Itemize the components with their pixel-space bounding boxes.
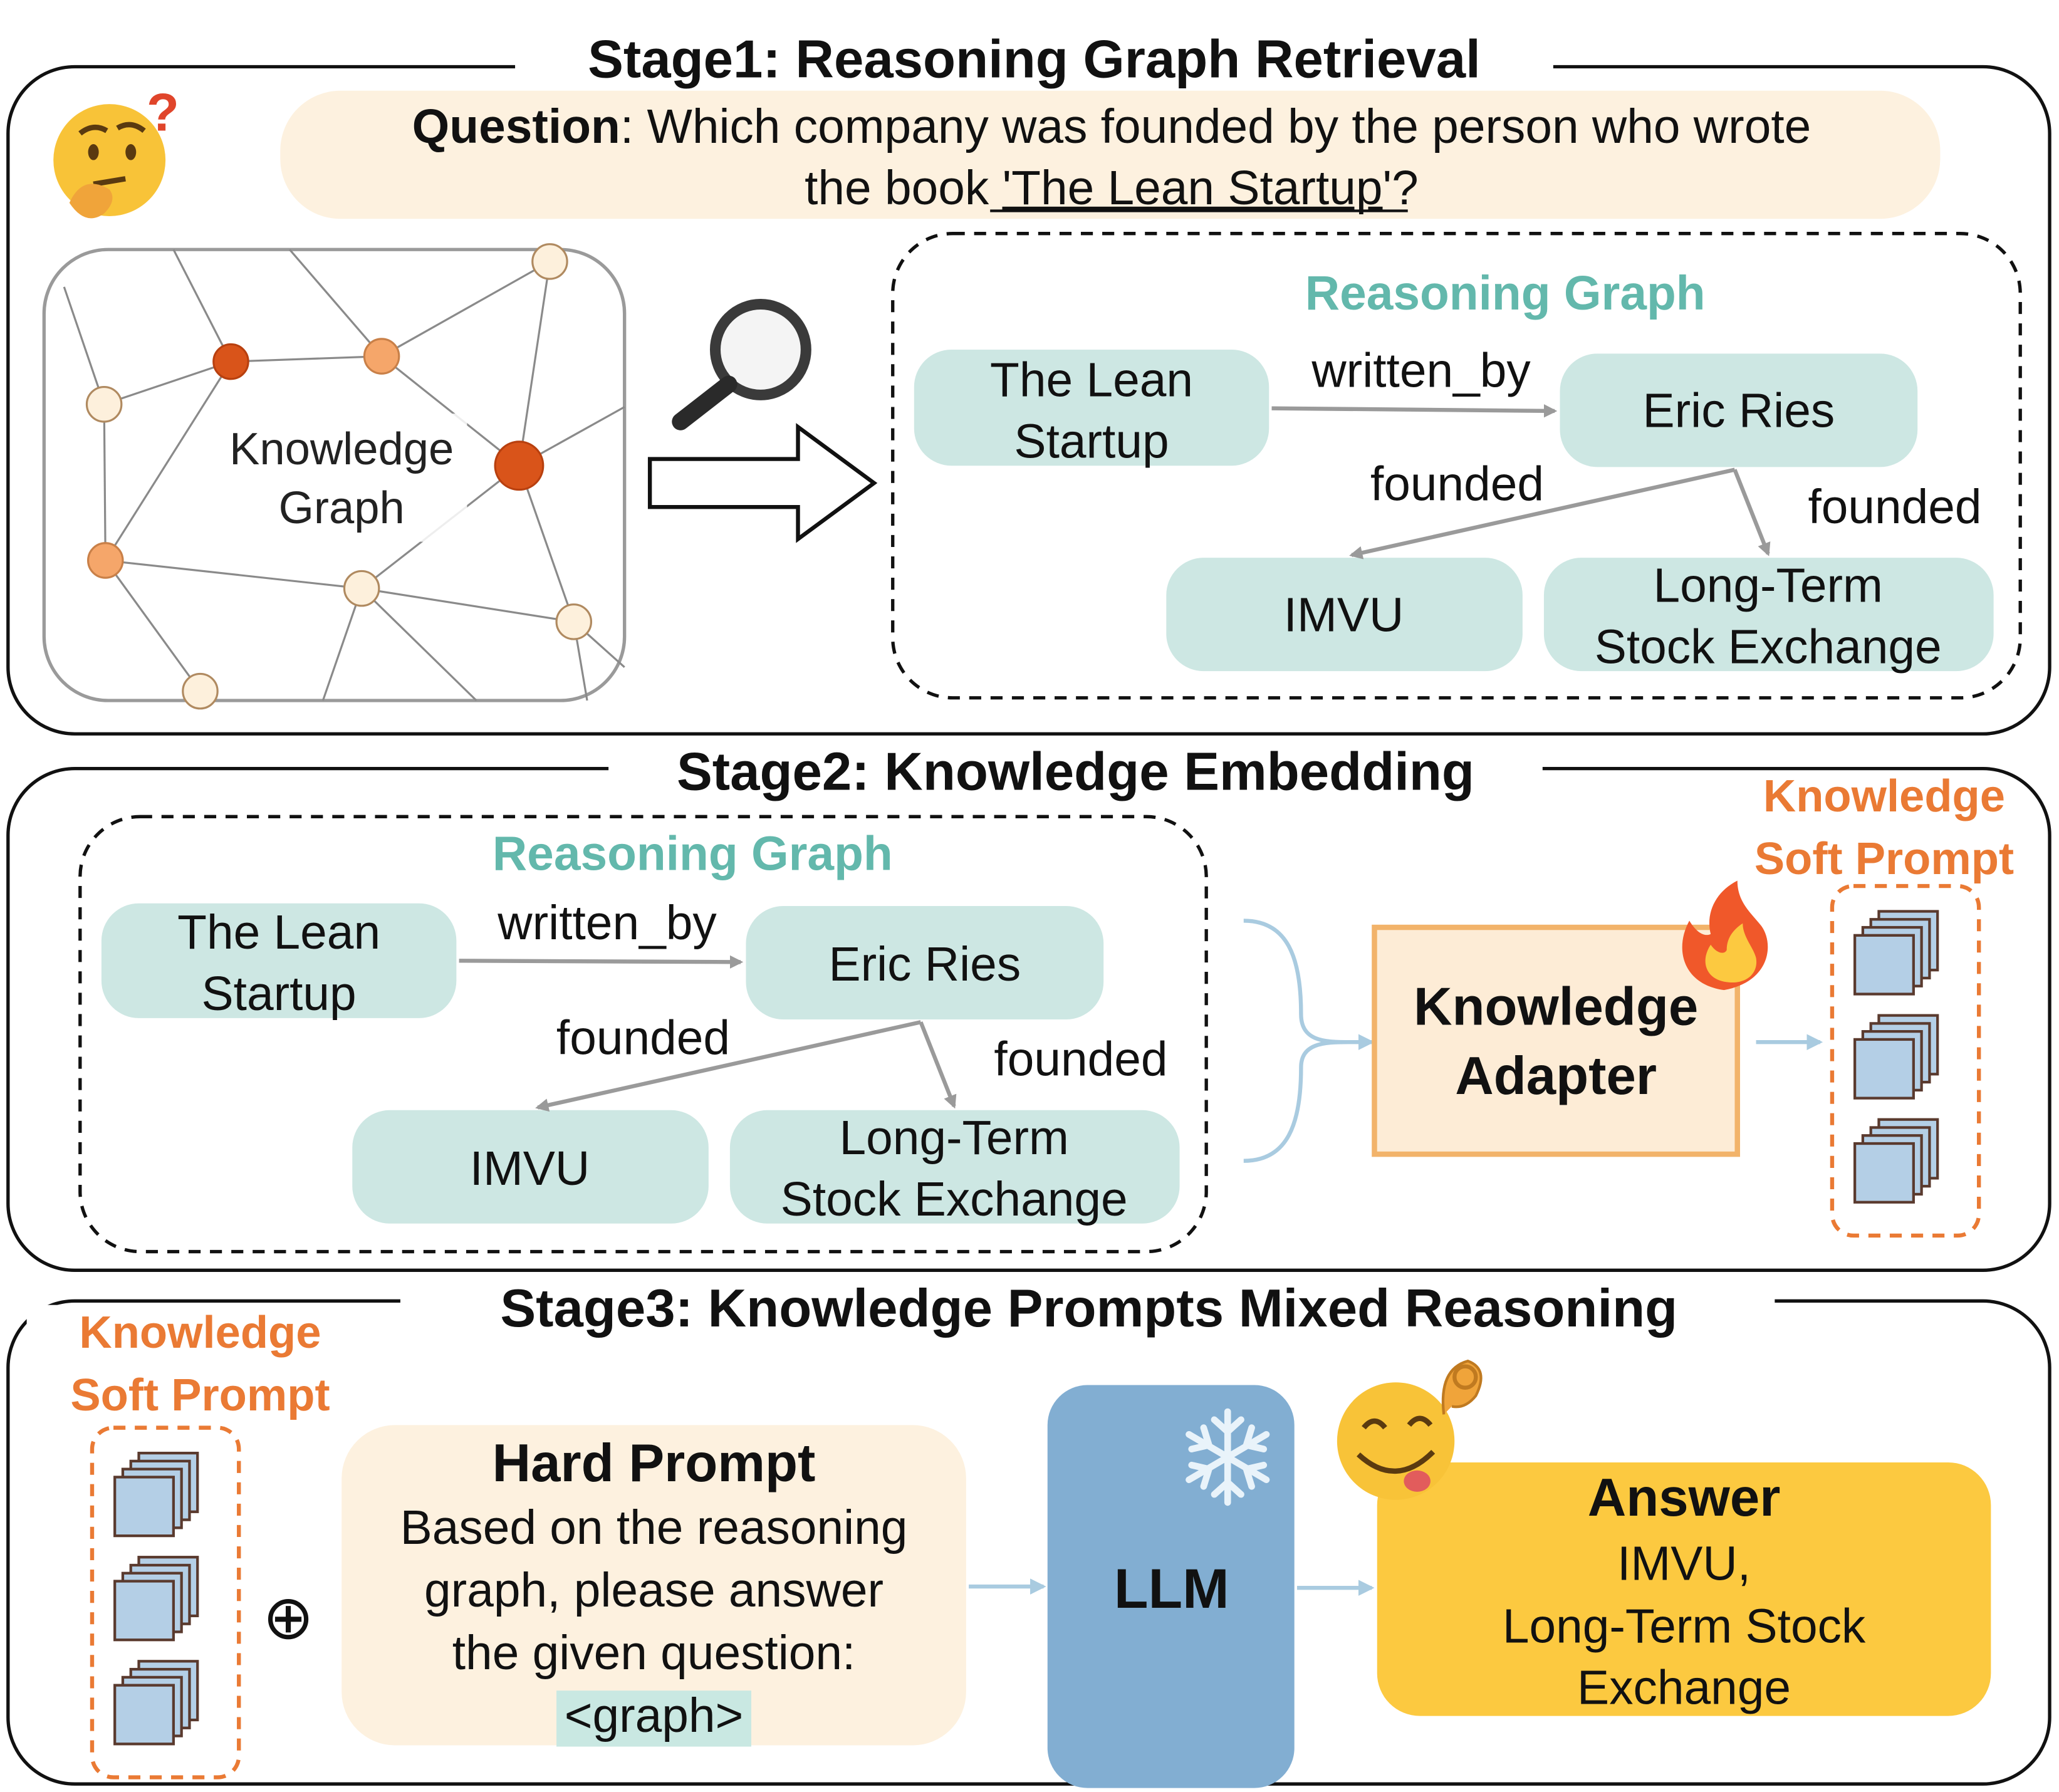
merge-connector: [1243, 919, 1372, 1163]
node-company-2b-label-2: Stock Exchange: [781, 1173, 1128, 1226]
edge-written-by-2: written_by: [497, 897, 717, 950]
node-company-2b-label-1: Long-Term: [839, 1112, 1068, 1165]
answer-line-3: Exchange: [1577, 1661, 1791, 1714]
node-person: [1560, 353, 1918, 467]
answer-line-1: IMVU,: [1617, 1537, 1751, 1590]
node-person-2-label: Eric Ries: [828, 938, 1021, 991]
node-book-2-label-2: Startup: [202, 967, 357, 1021]
answer-line-2: Long-Term Stock: [1503, 1600, 1866, 1653]
node-person-label: Eric Ries: [1643, 384, 1835, 437]
right-arrow-icon: [647, 423, 878, 543]
reasoning-graph-title: Reasoning Graph: [1305, 267, 1706, 320]
kg-label-2: Graph: [279, 482, 405, 533]
reasoning-graph-title-2: Reasoning Graph: [493, 827, 893, 880]
hard-prompt: Hard Prompt Based on the reasoning graph…: [341, 1425, 966, 1747]
soft-prompt-stage2: Knowledge Soft Prompt: [1754, 771, 2014, 1238]
magnifier-icon: [672, 299, 811, 430]
node-company-2: [1543, 558, 1994, 672]
node-company-2-label-2: Stock Exchange: [1595, 620, 1942, 674]
soft-prompt-stage3: Knowledge Soft Prompt: [26, 1305, 372, 1779]
stage1-panel: Stage1: Reasoning Graph Retrieval ? Ques…: [6, 30, 2051, 736]
node-book-2-label-1: The Lean: [177, 906, 380, 959]
node-book-label-1: The Lean: [990, 353, 1193, 407]
node-company-1b-label: IMVU: [470, 1142, 590, 1196]
node-book: [914, 349, 1269, 466]
stage2-title: Stage2: Knowledge Embedding: [677, 742, 1474, 802]
reasoning-graph-stage1: Reasoning Graph The Lean Startup Eric Ri…: [891, 232, 2022, 700]
question-line-1: Question: Which company was founded by t…: [412, 100, 1811, 154]
node-book-label-2: Startup: [1014, 415, 1169, 468]
answer-box: Answer IMVU, Long-Term Stock Exchange: [1377, 1462, 1991, 1716]
concat-operator: ⊕: [263, 1583, 314, 1652]
edge-founded-2b: founded: [994, 1033, 1167, 1086]
stage3-title: Stage3: Knowledge Prompts Mixed Reasonin…: [500, 1279, 1677, 1338]
soft-prompt-3-label-1: Knowledge: [79, 1307, 321, 1358]
happy-face-icon: [1337, 1359, 1483, 1500]
snowflake-icon: [1186, 1408, 1270, 1506]
reasoning-graph-stage2: Reasoning Graph The Lean Startup Eric Ri…: [78, 815, 1208, 1254]
hard-prompt-line-2: graph, please answer: [424, 1564, 884, 1617]
node-company-1b: [352, 1110, 709, 1224]
knowledge-adapter: Knowledge Adapter: [1372, 924, 1740, 1157]
node-company-1: [1166, 558, 1523, 672]
graph-placeholder: <graph>: [565, 1689, 744, 1743]
edge-written-by: written_by: [1311, 345, 1531, 398]
fire-icon: [1682, 880, 1768, 991]
hard-prompt-line-1: Based on the reasoning: [400, 1501, 908, 1555]
stage3-panel: Stage3: Knowledge Prompts Mixed Reasonin…: [6, 1278, 2051, 1788]
node-company-2b: [729, 1110, 1180, 1224]
soft-prompt-label-1: Knowledge: [1763, 771, 2005, 821]
edge-founded-2: founded: [1808, 481, 1981, 534]
kg-label-1: Knowledge: [229, 424, 454, 474]
stage2-panel: Stage2: Knowledge Embedding Reasoning Gr…: [6, 742, 2051, 1273]
hard-prompt-line-3: the given question:: [452, 1627, 856, 1680]
adapter-label-2: Adapter: [1455, 1046, 1657, 1106]
stage1-title: Stage1: Reasoning Graph Retrieval: [588, 30, 1481, 90]
node-book-2: [101, 903, 457, 1018]
node-company-1-label: IMVU: [1284, 588, 1404, 642]
answer-title: Answer: [1588, 1468, 1781, 1528]
soft-prompt-label-2: Soft Prompt: [1754, 833, 2014, 884]
edge-founded-1b: founded: [556, 1011, 730, 1065]
thinking-face-icon: ?: [53, 83, 179, 219]
knowledge-graph: Knowledge Graph: [42, 243, 627, 710]
node-person-2: [746, 905, 1104, 1019]
edge-founded-1: founded: [1370, 458, 1544, 511]
question-line-2: the book 'The Lean Startup'?: [805, 162, 1419, 215]
soft-prompt-3-label-2: Soft Prompt: [70, 1370, 330, 1420]
llm-label: LLM: [1114, 1557, 1229, 1620]
adapter-label-1: Knowledge: [1414, 977, 1698, 1037]
svg-text:?: ?: [147, 83, 179, 143]
hard-prompt-title: Hard Prompt: [493, 1434, 816, 1493]
node-company-2-label-1: Long-Term: [1654, 559, 1883, 612]
